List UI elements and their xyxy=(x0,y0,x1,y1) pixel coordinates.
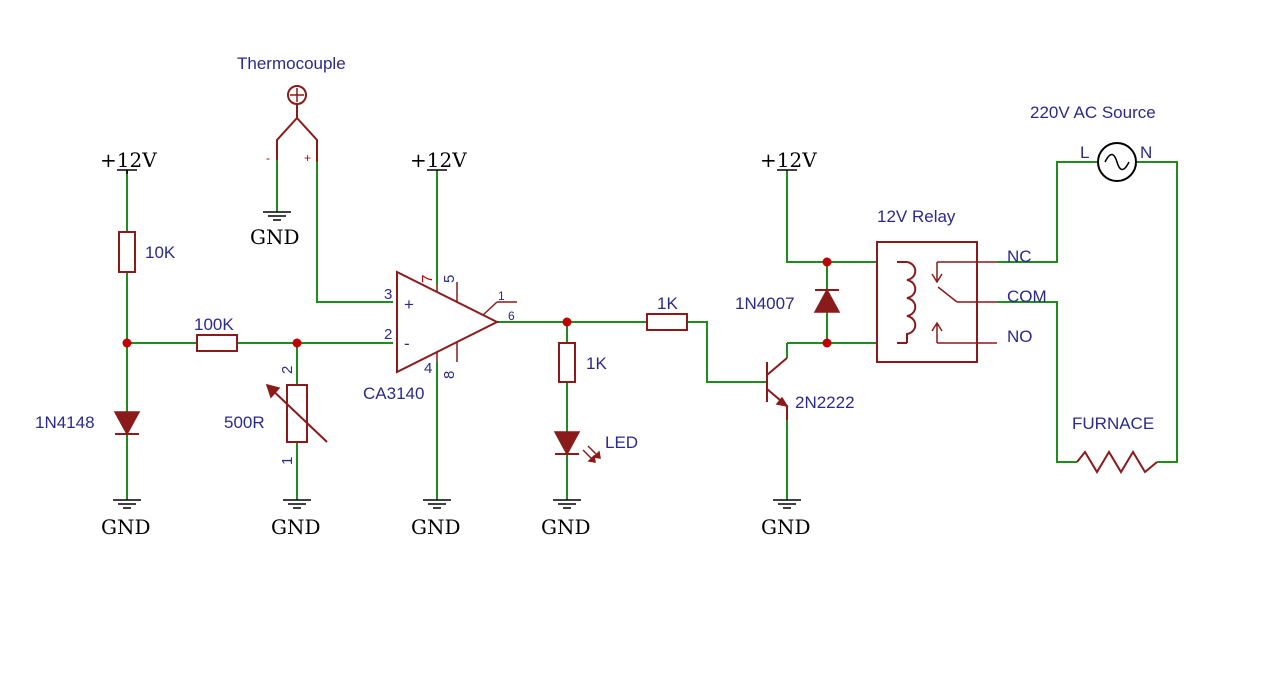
led: LED xyxy=(553,431,638,463)
thermocouple: Thermocouple - + xyxy=(237,54,346,165)
svg-text:GND: GND xyxy=(101,515,151,539)
resistor-100k: 100K xyxy=(194,315,238,352)
svg-text:500R: 500R xyxy=(224,413,265,432)
svg-text:10K: 10K xyxy=(145,243,176,262)
power-12v-opamp: +12V xyxy=(410,148,467,172)
svg-text:220V AC Source: 220V AC Source xyxy=(1030,103,1156,122)
ground-led: GND xyxy=(541,499,591,539)
junctions xyxy=(122,257,832,348)
svg-text:1: 1 xyxy=(498,289,505,303)
relay-12v: 12V Relay NC COM NO xyxy=(876,207,1047,363)
svg-text:8: 8 xyxy=(441,371,458,379)
tc-plus-label: + xyxy=(304,151,311,165)
ground-opamp: GND xyxy=(411,499,461,539)
svg-text:1N4007: 1N4007 xyxy=(735,294,795,313)
resistor-10k: 10K xyxy=(118,231,176,273)
opamp-ca3140: 3 2 + - 6 1 7 5 4 8 CA3140 xyxy=(363,270,517,403)
ground-thermocouple: GND xyxy=(250,211,300,249)
svg-text:2: 2 xyxy=(279,366,296,374)
diode-1n4007: 1N4007 xyxy=(735,288,841,313)
svg-text:-: - xyxy=(404,334,410,353)
svg-text:1K: 1K xyxy=(657,294,678,313)
resistor-1k-led: 1K xyxy=(558,342,607,383)
svg-text:L: L xyxy=(1080,143,1089,162)
svg-text:6: 6 xyxy=(508,309,515,323)
relay-com-label: COM xyxy=(1007,287,1047,306)
tc-minus-label: - xyxy=(266,151,270,165)
svg-text:1N4148: 1N4148 xyxy=(35,413,95,432)
svg-text:12V Relay: 12V Relay xyxy=(877,207,956,226)
svg-text:GND: GND xyxy=(761,515,811,539)
transistor-2n2222: 2N2222 xyxy=(766,357,855,420)
svg-text:7: 7 xyxy=(419,275,436,283)
svg-text:4: 4 xyxy=(424,360,432,377)
svg-text:+12V: +12V xyxy=(760,148,817,172)
relay-no-label: NO xyxy=(1007,327,1033,346)
svg-text:N: N xyxy=(1140,143,1152,162)
svg-text:GND: GND xyxy=(541,515,591,539)
svg-text:100K: 100K xyxy=(194,315,234,334)
svg-text:CA3140: CA3140 xyxy=(363,384,424,403)
svg-text:FURNACE: FURNACE xyxy=(1072,414,1154,433)
svg-text:LED: LED xyxy=(605,433,638,452)
svg-text:2: 2 xyxy=(384,326,392,343)
svg-text:3: 3 xyxy=(384,286,392,303)
power-12v-left: +12V xyxy=(100,148,157,174)
furnace-heater: FURNACE xyxy=(1072,414,1158,474)
ground-divider: GND xyxy=(101,499,151,539)
svg-text:2N2222: 2N2222 xyxy=(795,393,855,412)
svg-text:+12V: +12V xyxy=(410,148,467,172)
potentiometer-500r: 500R 2 1 xyxy=(224,366,328,465)
resistor-1k-base: 1K xyxy=(646,294,688,331)
thermocouple-label: Thermocouple xyxy=(237,54,346,73)
svg-text:1K: 1K xyxy=(586,354,607,373)
diode-1n4148: 1N4148 xyxy=(35,411,141,436)
relay-nc-label: NC xyxy=(1007,247,1032,266)
wires xyxy=(126,160,1178,500)
svg-text:1: 1 xyxy=(279,457,296,465)
svg-text:5: 5 xyxy=(441,275,458,283)
ac-source-220v: 220V AC Source L N xyxy=(1030,103,1156,182)
ground-pot: GND xyxy=(271,499,321,539)
svg-text:GND: GND xyxy=(271,515,321,539)
svg-text:GND: GND xyxy=(250,225,300,249)
svg-text:+: + xyxy=(404,295,414,314)
svg-text:+12V: +12V xyxy=(100,148,157,172)
svg-text:GND: GND xyxy=(411,515,461,539)
power-12v-relay: +12V xyxy=(760,148,817,172)
ground-transistor: GND xyxy=(761,499,811,539)
